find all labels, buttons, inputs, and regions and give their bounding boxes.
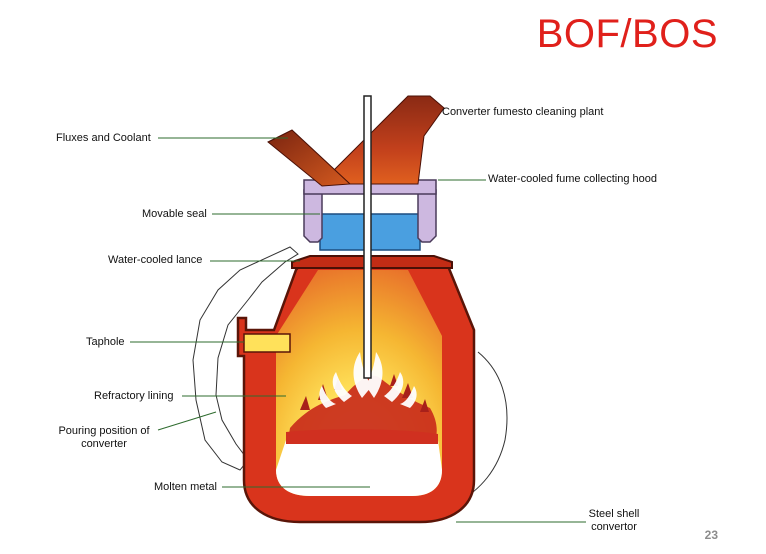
molten-metal (276, 440, 442, 496)
label-pouring-line-2: converter (81, 438, 127, 450)
label-pouring-position: Pouring position of converter (52, 425, 156, 451)
label-shell-line-2: convertor (591, 521, 637, 533)
fume-hood-body-right (417, 189, 437, 243)
slide-title: BOF/BOS (536, 12, 718, 56)
label-refractory-lining: Refractory lining (94, 390, 174, 402)
label-converter-fumes: Converter fumesto cleaning plant (442, 106, 604, 118)
flux-chute (267, 129, 352, 187)
label-steel-shell: Steel shell convertor (582, 508, 646, 534)
label-molten-metal: Molten metal (154, 481, 217, 493)
label-fume-hood: Water-cooled fume collecting hood (488, 173, 657, 185)
label-taphole: Taphole (86, 336, 125, 348)
water-cooled-lance (363, 95, 372, 379)
pouring-position-outline-right (457, 351, 508, 503)
shell-rim (291, 255, 453, 269)
label-movable-seal: Movable seal (142, 208, 207, 220)
label-pouring-line-1: Pouring position of (58, 425, 150, 437)
taphole-channel (243, 333, 291, 353)
flame-core (319, 352, 417, 408)
page-number: 23 (704, 528, 718, 542)
leader-lines (130, 137, 586, 523)
fume-duct (318, 95, 445, 185)
label-shell-line-1: Steel shell (588, 508, 640, 520)
pouring-position-outline (192, 246, 299, 471)
label-fluxes-and-coolant: Fluxes and Coolant (56, 132, 151, 144)
fume-hood-body (303, 189, 323, 243)
label-water-cooled-lance: Water-cooled lance (108, 254, 203, 266)
molten-surface-red (286, 429, 438, 444)
slag-zone (288, 375, 437, 440)
